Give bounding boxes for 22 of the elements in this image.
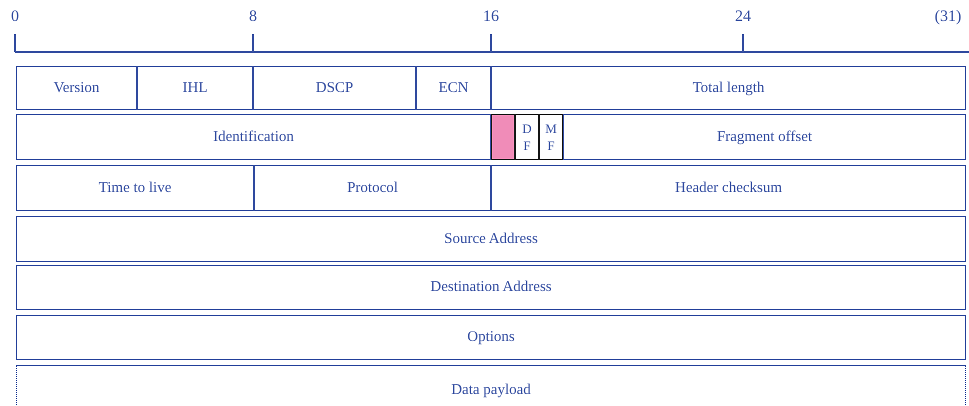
bit-number: 0 [11, 8, 19, 26]
header-field: ECN [416, 66, 491, 110]
header-field: IHL [137, 66, 253, 110]
header-field: Identification [16, 114, 491, 160]
header-field: M F [539, 114, 563, 160]
header-field: Time to live [16, 165, 254, 211]
header-field: Header checksum [491, 165, 966, 211]
header-field: DSCP [253, 66, 416, 110]
header-field: Version [16, 66, 137, 110]
header-field: Source Address [16, 216, 966, 262]
flag-cell [491, 114, 515, 160]
header-field: Protocol [254, 165, 491, 211]
header-field: D F [515, 114, 539, 160]
bit-number: 24 [735, 8, 751, 26]
header-field: Fragment offset [563, 114, 966, 160]
header-field: Total length [491, 66, 966, 110]
bit-number: 8 [249, 8, 257, 26]
header-field: Destination Address [16, 265, 966, 310]
header-field: Data payload [16, 365, 966, 406]
bit-number: (31) [934, 8, 962, 26]
header-field: Options [16, 315, 966, 360]
bit-number: 16 [483, 8, 499, 26]
